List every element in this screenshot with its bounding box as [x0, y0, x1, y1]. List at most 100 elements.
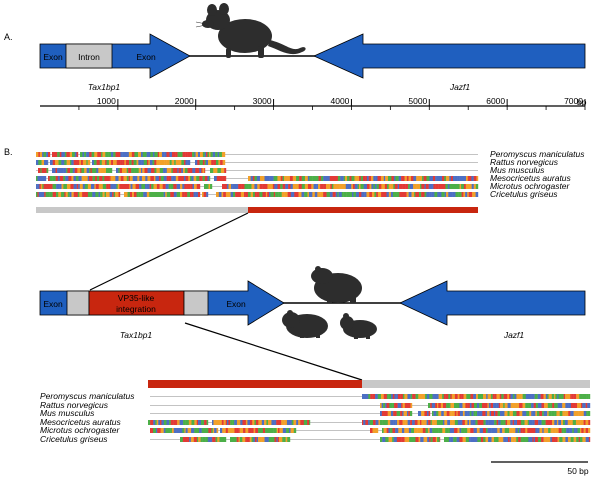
alignment-base: [473, 394, 477, 399]
alignment-base: [558, 420, 562, 425]
alignment-base: [421, 420, 424, 425]
alignment-base: [179, 192, 183, 197]
alignment-base: [579, 394, 583, 399]
alignment-base: [326, 192, 331, 197]
alignment-base: [573, 437, 577, 442]
alignment-base: [182, 428, 185, 433]
alignment-base: [369, 184, 372, 189]
alignment-base: [118, 176, 121, 181]
alignment-base: [387, 176, 392, 181]
alignment-base: [198, 437, 201, 442]
alignment-base: [164, 160, 167, 165]
alignment-base: [163, 420, 167, 425]
construct-left-flank: [66, 290, 90, 316]
alignment-base: [320, 184, 324, 189]
alignment-base: [49, 184, 53, 189]
alignment-base: [124, 192, 128, 197]
alignment-base: [457, 184, 460, 189]
alignment-base: [225, 428, 229, 433]
alignment-base: [420, 428, 423, 433]
alignment-base: [495, 411, 498, 416]
alignment-base: [578, 420, 581, 425]
alignment-base: [143, 152, 147, 157]
axis-tick-label: 7000: [564, 96, 583, 106]
alignment-base: [155, 176, 160, 181]
alignment-base: [137, 176, 140, 181]
alignment-base: [430, 403, 432, 408]
alignment-base: [205, 428, 209, 433]
alignment-base: [573, 403, 576, 408]
alignment-base: [170, 428, 173, 433]
alignment-base: [464, 411, 468, 416]
alignment-base: [138, 192, 141, 197]
alignment-base: [180, 428, 183, 433]
alignment-base: [429, 192, 432, 197]
alignment-base: [457, 411, 461, 416]
alignment-base: [97, 152, 100, 157]
alignment-base: [157, 428, 161, 433]
alignment-base: [119, 168, 123, 173]
alignment-base: [52, 160, 56, 165]
alignment-base: [211, 428, 213, 433]
alignment-base: [189, 437, 192, 442]
alignment-base: [333, 176, 335, 181]
alignment-base: [483, 394, 487, 399]
alignment-base: [296, 184, 299, 189]
alignment-base: [204, 160, 207, 165]
alignment-base: [385, 437, 389, 442]
alignment-base: [95, 184, 99, 189]
alignment-base: [202, 437, 206, 442]
alignment-base: [435, 437, 438, 442]
alignment-base: [161, 192, 164, 197]
alignment-base: [485, 420, 489, 425]
alignment-base: [466, 394, 469, 399]
alignment-base: [353, 192, 357, 197]
alignment-base: [273, 428, 277, 433]
alignment-base: [271, 428, 274, 433]
alignment-base: [160, 176, 165, 181]
alignment-base: [398, 437, 402, 442]
alignment-base: [276, 428, 279, 433]
alignment-base: [577, 394, 580, 399]
alignment-base: [185, 152, 188, 157]
alignment-base: [446, 411, 450, 416]
alignment-base: [222, 160, 226, 165]
alignment-base: [405, 184, 407, 189]
alignment-base: [420, 184, 422, 189]
alignment-base: [86, 160, 88, 165]
alignment-base: [512, 420, 515, 425]
alignment-base: [39, 184, 41, 189]
alignment-base: [381, 411, 386, 416]
alignment-base: [461, 192, 464, 197]
alignment-base: [275, 192, 279, 197]
alignment-base: [242, 420, 247, 425]
alignment-base: [371, 184, 374, 189]
alignment-base: [54, 160, 59, 165]
alignment-base: [519, 411, 523, 416]
alignment-base: [577, 428, 581, 433]
alignment-base: [140, 192, 144, 197]
alignment-base: [315, 176, 319, 181]
alignment-base: [362, 176, 366, 181]
alignment-base: [487, 394, 492, 399]
alignment-base: [79, 160, 82, 165]
alignment-base: [386, 184, 389, 189]
alignment-base: [390, 420, 394, 425]
alignment-base: [222, 184, 224, 189]
alignment-base: [66, 168, 68, 173]
alignment-base: [571, 411, 574, 416]
lower-integration-track: [148, 380, 362, 388]
alignment-base: [329, 192, 333, 197]
alignment-base: [518, 437, 521, 442]
alignment-base: [454, 176, 458, 181]
alignment-base: [430, 437, 433, 442]
alignment-base: [418, 192, 422, 197]
alignment-base: [561, 394, 564, 399]
alignment-base: [132, 192, 135, 197]
alignment-block: [380, 403, 413, 408]
alignment-base: [397, 420, 400, 425]
alignment-base: [390, 428, 393, 433]
alignment-base: [71, 160, 74, 165]
alignment-base: [489, 411, 492, 416]
